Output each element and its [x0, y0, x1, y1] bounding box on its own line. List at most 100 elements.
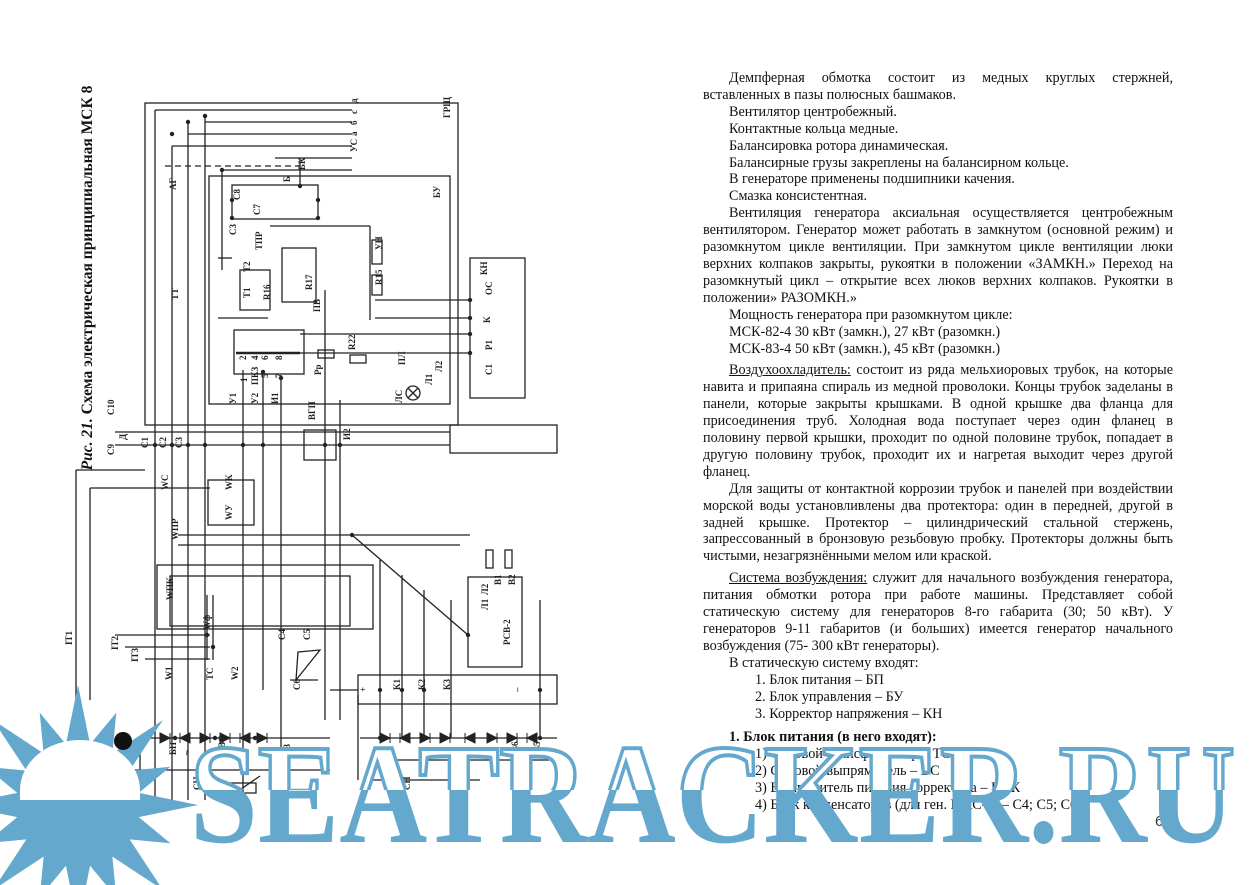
diagram-label: ТПР	[254, 231, 264, 250]
paragraph: Контактные кольца медные.	[729, 120, 899, 137]
diagram-label: IТ3	[130, 647, 140, 662]
diagram-label: С4	[277, 629, 287, 640]
junction-dot	[337, 442, 343, 448]
diagram-label: РСВ-2	[502, 619, 512, 645]
paragraph: Вентилятор центробежный.	[729, 103, 897, 120]
diagram-label: ГРЩ	[442, 97, 452, 118]
junction-dot	[185, 442, 191, 448]
diagram-label: С5	[302, 629, 312, 640]
diode	[525, 732, 538, 744]
paragraph: Мощность генератора при разомкнутом цикл…	[729, 306, 1013, 323]
diagram-label: Л1	[480, 598, 490, 610]
bu-frame	[208, 175, 451, 405]
list-item: 3) Выпрямитель питания корректора – ВПК	[755, 780, 1021, 797]
excitation-paragraph: Система возбуждения: служит для начально…	[703, 570, 1173, 655]
junction-dot	[172, 735, 178, 741]
diagram-label: 6	[260, 355, 270, 360]
diagram-label: ВГП	[307, 401, 317, 420]
diagram-label: 5	[260, 373, 270, 378]
diagram-label: У1	[228, 392, 238, 404]
junction-dot	[252, 735, 258, 741]
diagram-label: С9	[106, 444, 116, 455]
diagram-label: WК	[224, 474, 234, 490]
junction-dot	[229, 215, 235, 221]
diagram-label: ПВ	[312, 299, 322, 312]
air-cooler-paragraph: Воздухоохладитель: состоит из ряда мельх…	[703, 362, 1173, 480]
diagram-label: С8	[232, 189, 242, 200]
diagram-label: д	[349, 98, 359, 103]
page-number-left: 60	[82, 813, 99, 830]
junction-dot	[315, 197, 321, 203]
protection-paragraph: Для защиты от контактной коррозии трубок…	[703, 480, 1173, 565]
junction-dot	[377, 735, 383, 741]
diode	[238, 732, 251, 744]
diagram-label: С3	[174, 437, 184, 448]
diagram-label: WПК	[165, 577, 175, 600]
diagram-label: И1	[270, 392, 280, 404]
diagram-label: С1	[484, 364, 494, 375]
junction-dot	[202, 442, 208, 448]
diagram-label: R15	[374, 269, 384, 285]
diagram-label: ~	[182, 750, 192, 755]
diagram-label: В2	[507, 574, 517, 585]
diagram-label: СН	[402, 777, 412, 791]
air-cooler-term: Воздухоохладитель:	[729, 362, 851, 379]
paragraph: Балансировка ротора динамическая.	[729, 137, 949, 154]
page-number-right: 61	[1155, 813, 1172, 830]
diagram-label: WПР	[170, 518, 180, 540]
diagram-label: С1	[140, 437, 150, 448]
diode	[506, 732, 519, 744]
diagram-label: WC	[160, 475, 170, 491]
diode	[486, 732, 499, 744]
diagram-label: ОС	[484, 281, 494, 295]
diagram-label: И2	[342, 428, 352, 440]
diagram-label: Л2	[434, 360, 444, 372]
junction-dot	[137, 772, 143, 778]
diagram-label: WУ	[224, 504, 234, 520]
diagram-label: КН	[479, 261, 489, 275]
grsch-frame	[144, 102, 459, 426]
paragraph: Вентиляция генератора аксиальная осущест…	[703, 205, 1173, 306]
paragraph: В генераторе применены подшипники качени…	[729, 171, 1015, 188]
diagram-label: Д	[118, 433, 128, 440]
diagram-label: К	[482, 316, 492, 323]
junction-dot	[315, 215, 321, 221]
excitation-term: Система возбуждения:	[729, 570, 868, 587]
junction-dot	[465, 632, 471, 638]
junction-dot	[467, 297, 473, 303]
list-item: 3. Корректор напряжения – КН	[755, 705, 943, 722]
diagram-label: IТ1	[64, 630, 74, 645]
static-intro: В статическую систему входят:	[729, 654, 919, 671]
diagram-label: К3	[442, 678, 452, 690]
junction-dot	[210, 644, 216, 650]
junction-dot	[377, 687, 383, 693]
junction-dot	[169, 131, 175, 137]
diagram-label: С10	[106, 399, 116, 415]
junction-dot	[421, 735, 427, 741]
junction-dot	[399, 687, 405, 693]
diagram-label: –	[512, 687, 522, 693]
diagram-label: С3	[228, 224, 238, 235]
list-item: 4) Блок конденсаторов (для ген. МКС-8) –…	[755, 797, 1081, 814]
junction-dot	[260, 369, 266, 375]
diagram-label: К1	[392, 678, 402, 690]
junction-dot	[152, 442, 158, 448]
diagram-label: IТ2	[110, 635, 120, 650]
diode	[439, 732, 452, 744]
junction-dot	[229, 197, 235, 203]
junction-dot	[260, 442, 266, 448]
junction-dot	[202, 113, 208, 119]
diagram-label: Б	[282, 176, 292, 182]
diagram-label: АГ	[168, 178, 178, 190]
junction-dot	[169, 442, 175, 448]
paragraph: Балансирные грузы закреплены на балансир…	[729, 154, 1069, 171]
figure-caption: Рис. 21. Схема электрическая принципиаль…	[79, 86, 97, 471]
paragraph: МСК-83-4 50 кВт (замкн.), 45 кВт (разомк…	[729, 340, 1001, 357]
diagram-label: Р1	[484, 340, 494, 350]
diagram-label: СН	[192, 777, 202, 791]
diagram-label: 7	[274, 373, 284, 378]
junction-dot	[278, 375, 284, 381]
list-item: 1. Блок питания – БП	[755, 671, 884, 688]
right-page-text: Демпферная обмотка состоит из медных кру…	[703, 70, 1173, 814]
list-item: 2) Силовой выпрямитель – ВС	[755, 763, 940, 780]
